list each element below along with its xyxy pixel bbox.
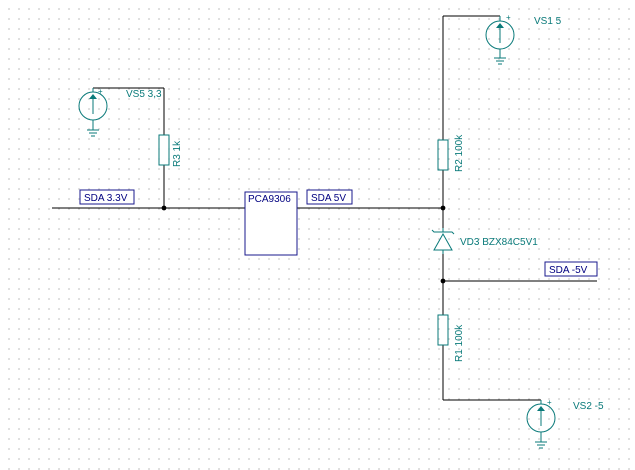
resistor-r1[interactable]: R1 100k: [437, 314, 465, 362]
r1-label: R1 100k: [454, 324, 465, 362]
resistor-icon: [437, 314, 449, 346]
plus-sign: +: [98, 87, 103, 96]
net-label-box: [306, 189, 353, 205]
ground-icon: [494, 57, 506, 65]
net-label-sda-3v3: SDA 3.3V: [79, 189, 135, 205]
source-arrow-head: [89, 94, 97, 99]
wires: [52, 15, 597, 401]
voltage-source-vs5[interactable]: + VS5 3,3: [78, 87, 162, 137]
plus-sign: +: [506, 13, 511, 22]
net-label-sda-neg5v: SDA -5V: [544, 261, 598, 277]
resistor-r2[interactable]: R2 100k: [437, 134, 465, 172]
junction-dot: [440, 205, 446, 211]
vs1-label: VS1 5: [534, 16, 562, 27]
junction-dot: [440, 278, 446, 284]
plus-sign: +: [547, 398, 552, 407]
net-label-box: [79, 189, 135, 205]
net-label-text: SDA 5V: [311, 193, 346, 204]
ic-body: [244, 191, 298, 256]
r2-label: R2 100k: [454, 134, 465, 172]
resistor-icon: [437, 139, 449, 171]
source-arrow-head: [496, 23, 504, 28]
zener-diode-vd3[interactable]: VD3 BZX84C5V1: [431, 228, 538, 254]
net-label-text: SDA -5V: [549, 265, 588, 276]
vd3-label: VD3 BZX84C5V1: [460, 237, 538, 248]
junction-dot: [161, 205, 167, 211]
ic-pca9306[interactable]: PCA9306: [244, 191, 298, 256]
ground-icon: [535, 441, 547, 449]
ground-icon: [87, 129, 99, 137]
vs5-label: VS5 3,3: [126, 89, 162, 100]
r3-label: R3 1k: [172, 140, 183, 167]
junctions: [161, 205, 446, 284]
source-arrow-head: [537, 406, 545, 411]
voltage-source-vs2[interactable]: + VS2 -5: [526, 398, 604, 449]
resistor-icon: [158, 134, 170, 166]
vs2-label: VS2 -5: [573, 401, 604, 412]
net-label-text: SDA 3.3V: [84, 193, 128, 204]
voltage-source-vs1[interactable]: + VS1 5: [485, 13, 562, 65]
resistor-r3[interactable]: R3 1k: [158, 134, 183, 167]
diode-icon: [433, 232, 453, 251]
ic-label: PCA9306: [248, 194, 291, 205]
net-label-box: [544, 261, 598, 277]
net-label-sda-5v: SDA 5V: [306, 189, 353, 205]
